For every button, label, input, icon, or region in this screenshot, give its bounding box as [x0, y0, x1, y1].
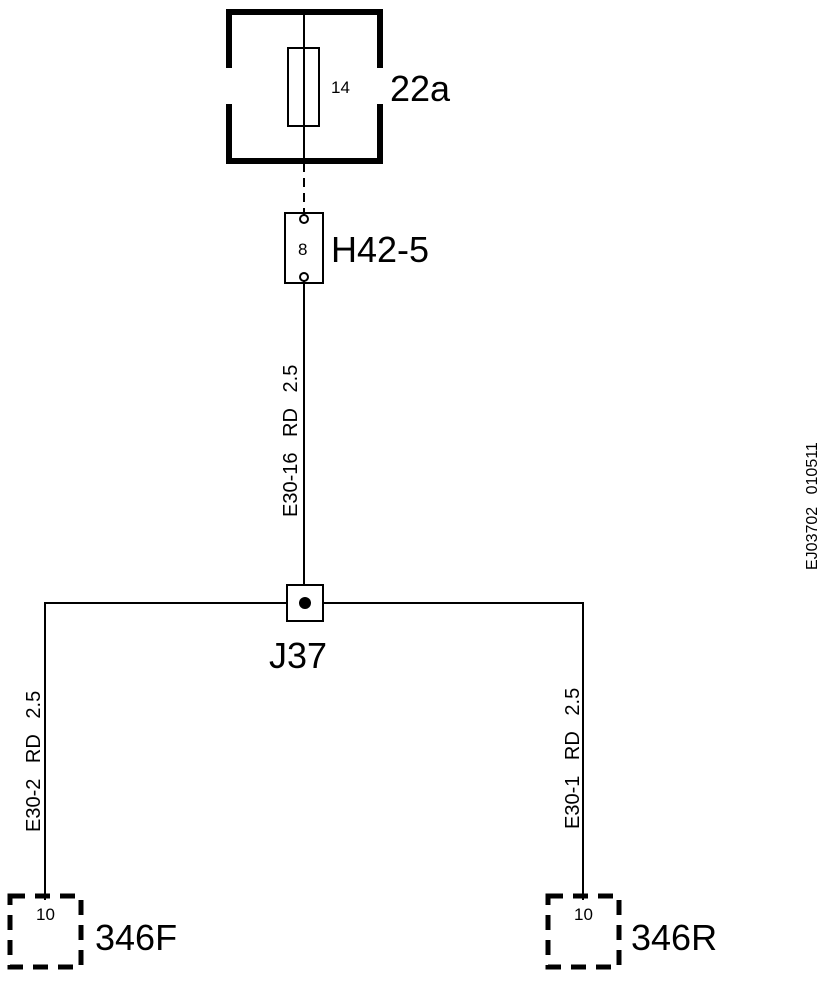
connector-346f-pin-number: 10: [36, 905, 55, 924]
junction-dot: [299, 597, 311, 609]
connector-346r-label: 346R: [631, 917, 717, 958]
connector-h42-pin-top: [299, 214, 309, 224]
drawing-reference: EJ03702 010511: [804, 442, 821, 570]
connector-346f-label: 346F: [95, 917, 177, 958]
connector-346r-body: [545, 893, 622, 970]
connector-346r: 10 346R: [545, 893, 717, 970]
connector-h42-5: 8 H42-5: [284, 212, 429, 284]
connector-h42-label: H42-5: [331, 229, 429, 270]
connector-h42-pin-bottom: [299, 272, 309, 282]
fuse-box-22a: 14 22a: [226, 9, 451, 164]
connector-346f-body: [7, 893, 84, 970]
junction-label: J37: [269, 635, 327, 676]
connector-346r-pin-number: 10: [574, 905, 593, 924]
wire-left-label: E30-2 RD 2.5: [23, 691, 45, 832]
junction-j37: J37: [269, 584, 327, 676]
fuse-box-label: 22a: [390, 68, 451, 109]
connector-h42-pin-number: 8: [298, 240, 307, 259]
fuse-number: 14: [331, 78, 350, 97]
wire-right-label: E30-1 RD 2.5: [562, 688, 584, 829]
wire-main-label: E30-16 RD 2.5: [280, 365, 302, 517]
connector-346f: 10 346F: [7, 893, 177, 970]
